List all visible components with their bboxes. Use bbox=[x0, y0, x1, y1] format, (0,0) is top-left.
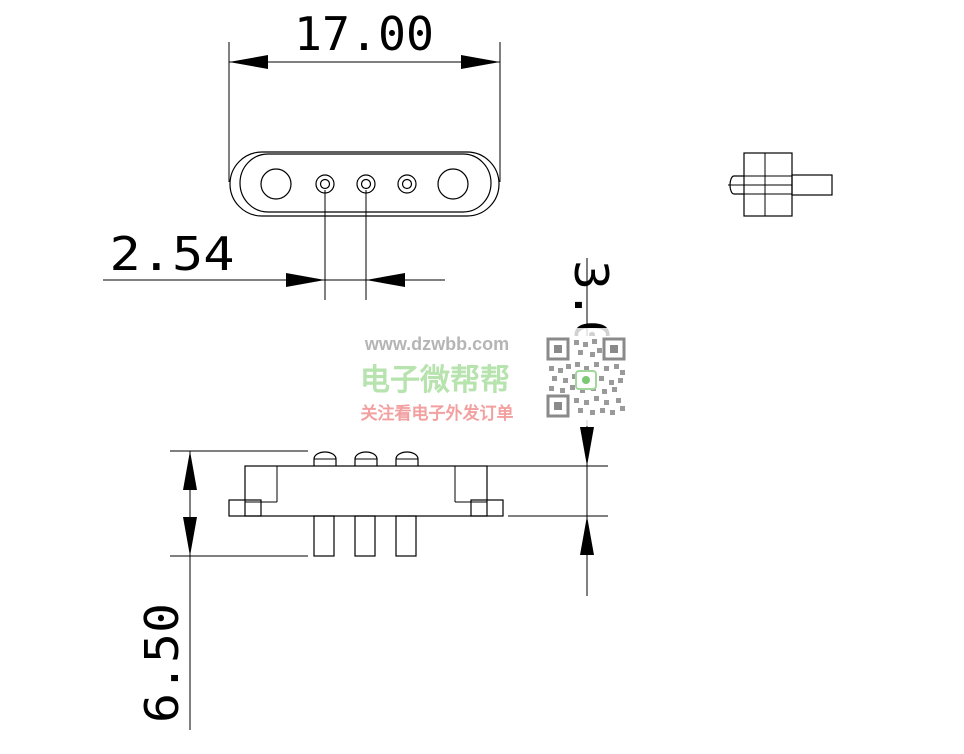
watermark-brand: 电子微帮帮 bbox=[360, 363, 510, 398]
arrow-right bbox=[461, 55, 500, 69]
front-body bbox=[244, 465, 488, 517]
pitch-arrow-right bbox=[366, 273, 405, 287]
height-arrow-top bbox=[183, 451, 197, 490]
arrow-left bbox=[229, 55, 268, 69]
pin-head-2 bbox=[354, 451, 378, 466]
pin-tail-2 bbox=[354, 515, 376, 557]
qr-finder-tr-core bbox=[610, 345, 618, 353]
pin-3-inner bbox=[401, 178, 413, 190]
pin-3-outer bbox=[397, 174, 417, 194]
pitch-label: 2.54 bbox=[110, 227, 235, 281]
height-arrow-bottom bbox=[183, 517, 197, 556]
qr-logo-dot bbox=[582, 376, 590, 384]
dimension-width-label: 17.00 bbox=[294, 7, 434, 61]
side-pin-tip bbox=[729, 175, 744, 195]
watermark: www.dzwbb.com 电子微帮帮 关注看电子外发订单 bbox=[333, 328, 631, 426]
side-pin-tail bbox=[791, 174, 833, 196]
qr-finder-tl-core bbox=[554, 345, 562, 353]
watermark-url: www.dzwbb.com bbox=[364, 334, 509, 354]
mounting-hole-left bbox=[260, 168, 292, 200]
side-view bbox=[728, 152, 833, 217]
qr-finder-tl bbox=[546, 337, 570, 361]
housing-outer-outline bbox=[229, 151, 500, 217]
front-foot-right bbox=[470, 499, 504, 517]
pin-tail-3 bbox=[395, 515, 417, 557]
qr-modules bbox=[549, 339, 625, 415]
pitch-arrow-left bbox=[286, 273, 325, 287]
top-view: 17.00 2.54 bbox=[103, 7, 501, 300]
watermark-slogan: 关注看电子外发订单 bbox=[361, 403, 514, 424]
qr-finder-bl-core bbox=[554, 402, 562, 410]
qr-finder-bl bbox=[546, 394, 570, 418]
qr-code bbox=[545, 336, 627, 420]
pin-head-3 bbox=[395, 451, 419, 466]
thickness-arrow-top bbox=[580, 427, 594, 466]
height-label: 6.50 bbox=[135, 603, 189, 723]
thickness-arrow-bottom bbox=[580, 516, 594, 555]
pin-tail-1 bbox=[313, 515, 335, 557]
pin-2-inner bbox=[360, 178, 372, 190]
qr-finder-tr bbox=[602, 337, 626, 361]
pin-head-1 bbox=[313, 451, 337, 466]
front-foot-left bbox=[228, 499, 262, 517]
mounting-hole-right bbox=[437, 168, 469, 200]
pin-1-inner bbox=[319, 178, 331, 190]
housing-inner-outline bbox=[239, 153, 492, 213]
